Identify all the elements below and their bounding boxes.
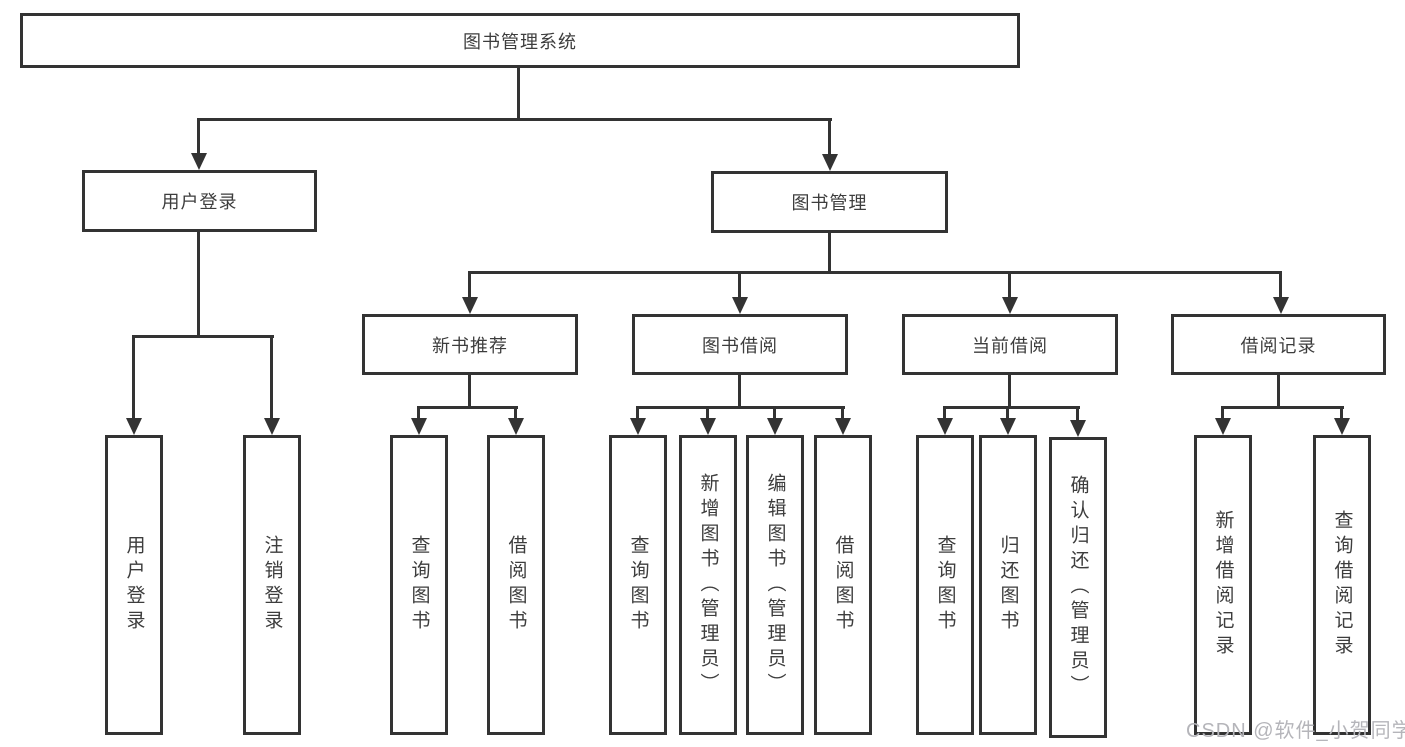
node-label: 新增借阅记录 [1212,510,1234,660]
leaf-return-books: 归还图书 [979,435,1037,735]
connector-line [1008,271,1011,302]
node-label: 查询借阅记录 [1331,510,1353,660]
arrow-down-icon [937,418,953,435]
connector-line [1221,406,1344,409]
node-label: 编辑图书（管理员） [764,472,786,698]
node-label: 借阅记录 [1240,335,1317,356]
connector-line [943,406,1080,409]
arrow-down-icon [411,418,427,435]
leaf-logout: 注销登录 [243,435,301,735]
node-label: 新书推荐 [432,335,508,356]
arrow-down-icon [767,418,783,435]
node-book-management: 图书管理 [711,171,948,233]
connector-line [738,271,741,302]
connector-line [943,406,946,423]
leaf-query-books-borrowing: 查询图书 [609,435,667,735]
leaf-borrow-books-borrowing: 借阅图书 [814,435,872,735]
leaf-query-books-current: 查询图书 [916,435,974,735]
connector-line [828,233,831,274]
leaf-query-books-recommend: 查询图书 [390,435,448,735]
connector-line [468,375,471,409]
node-label: 确认归还（管理员） [1067,475,1089,700]
connector-line [1340,406,1343,423]
connector-line [1076,406,1079,425]
arrow-down-icon [1273,297,1289,314]
connector-line [468,271,1282,274]
leaf-query-borrow-record: 查询借阅记录 [1313,435,1371,735]
arrow-down-icon [1070,420,1086,437]
leaf-add-borrow-record: 新增借阅记录 [1194,435,1252,735]
connector-line [517,68,520,121]
connector-line [841,406,844,423]
arrow-down-icon [191,153,207,170]
connector-line [1279,271,1282,302]
connector-line [738,375,741,409]
node-label: 新增图书（管理员） [697,472,719,698]
connector-line [417,406,518,409]
csdn-watermark: CSDN @软件_小贺同学 [1186,720,1405,742]
arrow-down-icon [835,418,851,435]
node-label: 用户登录 [161,192,238,212]
leaf-confirm-return-admin: 确认归还（管理员） [1049,437,1107,738]
node-book-borrowing: 图书借阅 [632,314,848,375]
connector-line [636,406,845,409]
connector-line [706,406,709,423]
arrow-down-icon [462,297,478,314]
arrow-down-icon [822,154,838,171]
connector-line [197,118,200,158]
node-label: 归还图书 [997,535,1019,635]
node-current-borrowing: 当前借阅 [902,314,1118,375]
node-new-book-recommend: 新书推荐 [362,314,578,375]
connector-line [197,118,832,121]
node-user-login: 用户登录 [82,170,317,232]
arrow-down-icon [700,418,716,435]
connector-line [1221,406,1224,423]
connector-line [270,335,273,423]
connector-line [132,335,274,338]
node-label: 图书管理系统 [463,31,577,52]
connector-line [468,271,471,302]
node-label: 当前借阅 [972,335,1048,356]
connector-line [636,406,639,423]
leaf-add-books-admin: 新增图书（管理员） [679,435,737,735]
arrow-down-icon [630,418,646,435]
leaf-edit-books-admin: 编辑图书（管理员） [746,435,804,735]
node-root-library-management-system: 图书管理系统 [20,13,1020,68]
connector-line [514,406,517,423]
arrow-down-icon [126,418,142,435]
connector-line [773,406,776,423]
node-label: 注销登录 [261,535,283,635]
node-label: 借阅图书 [505,535,527,635]
connector-line [1008,375,1011,409]
node-label: 查询图书 [408,535,430,635]
connector-line [1006,406,1009,423]
connector-line [417,406,420,423]
arrow-down-icon [1215,418,1231,435]
node-label: 图书借阅 [702,335,778,356]
connector-line [1277,375,1280,409]
node-label: 查询图书 [627,535,649,635]
arrow-down-icon [1002,297,1018,314]
leaf-user-login: 用户登录 [105,435,163,735]
node-label: 图书管理 [791,193,868,213]
node-label: 查询图书 [934,535,956,635]
node-label: 用户登录 [123,535,145,635]
connector-line [197,232,200,338]
arrow-down-icon [264,418,280,435]
arrow-down-icon [1000,418,1016,435]
arrow-down-icon [508,418,524,435]
arrow-down-icon [1334,418,1350,435]
leaf-borrow-books-recommend: 借阅图书 [487,435,545,735]
connector-line [132,335,135,423]
arrow-down-icon [732,297,748,314]
node-label: 借阅图书 [832,535,854,635]
connector-line [828,118,831,159]
node-borrowing-records: 借阅记录 [1171,314,1386,375]
